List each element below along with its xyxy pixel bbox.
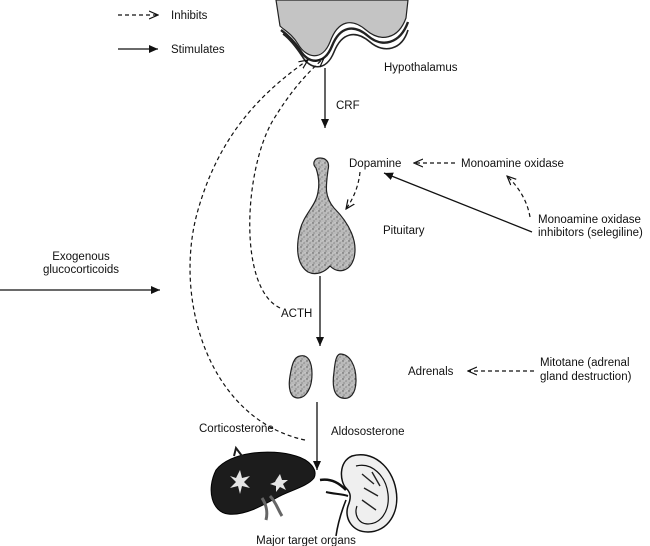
pituitary-label: Pituitary bbox=[383, 225, 425, 237]
legend-stimulates-label: Stimulates bbox=[171, 44, 225, 56]
maoi-label-line1: Monoamine oxidase bbox=[538, 214, 641, 226]
hypothalamus-label: Hypothalamus bbox=[384, 62, 458, 74]
crf-label: CRF bbox=[336, 100, 360, 112]
monoamine-oxidase-label: Monoamine oxidase bbox=[461, 158, 564, 170]
kidney-illustration bbox=[319, 454, 398, 537]
acth-feedback-inhibits-arrow bbox=[249, 58, 324, 309]
mitotane-label-line1: Mitotane (adrenal bbox=[540, 357, 630, 369]
maoi-inhibits-mao-arrow bbox=[507, 176, 531, 218]
maoi-stimulates-dopamine-arrow bbox=[383, 172, 533, 233]
exogenous-label-line2: glucocorticoids bbox=[43, 264, 119, 276]
acth-label: ACTH bbox=[281, 308, 312, 320]
corticosterone-label: Corticosterone bbox=[199, 423, 274, 435]
maoi-label-line2: inhibitors (selegiline) bbox=[538, 227, 643, 239]
adrenals-label: Adrenals bbox=[408, 366, 454, 378]
dopamine-label: Dopamine bbox=[349, 158, 401, 170]
aldosterone-label: Aldososterone bbox=[331, 426, 405, 438]
hypothalamus-illustration bbox=[275, 0, 410, 68]
exogenous-label-line1: Exogenous bbox=[52, 251, 110, 263]
corticosterone-feedback-inhibits-arrow bbox=[189, 60, 308, 441]
legend-inhibits-label: Inhibits bbox=[171, 10, 208, 22]
adrenals-illustration bbox=[288, 353, 357, 399]
liver-illustration bbox=[210, 445, 316, 521]
target-organs-label: Major target organs bbox=[256, 535, 356, 546]
mitotane-label-line2: gland destruction) bbox=[540, 371, 632, 383]
legend: Inhibits Stimulates bbox=[118, 10, 225, 56]
dopamine-inhibits-arrow bbox=[346, 171, 361, 209]
pituitary-illustration bbox=[297, 157, 356, 275]
